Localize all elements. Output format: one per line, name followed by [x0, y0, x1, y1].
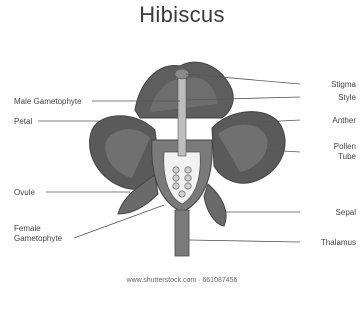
label-pollen-tube-1: Pollen — [334, 142, 356, 151]
label-female-gametophyte-2: Gametophyte — [14, 234, 62, 243]
label-sepal: Sepal — [336, 208, 356, 217]
label-female-gametophyte-1: Female — [14, 224, 41, 233]
label-stigma: Stigma — [331, 80, 356, 89]
stem — [175, 210, 189, 256]
watermark: www.shutterstock.com · 661087456 — [0, 277, 364, 284]
label-anther: Anther — [332, 116, 356, 125]
style-column — [178, 74, 186, 156]
label-style: Style — [338, 93, 356, 102]
label-petal: Petal — [14, 117, 32, 126]
sepal-right — [204, 184, 226, 226]
label-thalamus: Thalamus — [321, 238, 356, 247]
label-male-gametophyte: Male Gametophyte — [14, 97, 82, 106]
label-ovule: Ovule — [14, 188, 35, 197]
label-pollen-tube-2: Tube — [338, 152, 356, 161]
